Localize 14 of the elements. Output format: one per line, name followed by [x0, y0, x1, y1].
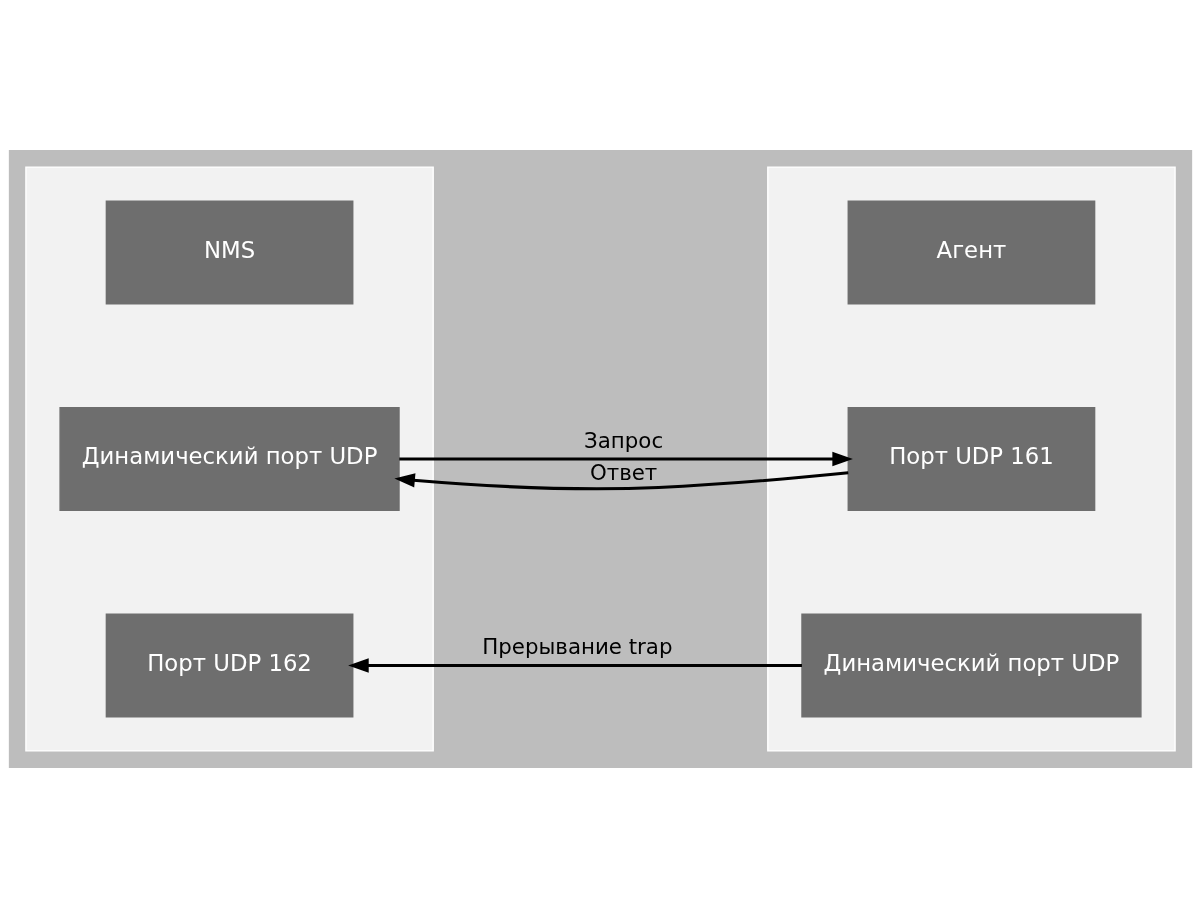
- node-box: NMS: [105, 200, 354, 305]
- edge-label: Ответ: [589, 460, 658, 486]
- node-box: Порт UDP 162: [105, 613, 354, 718]
- arrow: [394, 471, 849, 491]
- node-box: Динамический порт UDP: [59, 407, 400, 511]
- arrow: [348, 658, 802, 673]
- node-box: Динамический порт UDP: [801, 613, 1142, 718]
- arrow: [399, 451, 853, 467]
- edge-label: Запрос: [584, 427, 664, 453]
- edge-label: Прерывание trap: [482, 634, 673, 660]
- node-box: Порт UDP 161: [847, 407, 1096, 511]
- cluster: [25, 166, 434, 752]
- cluster: [767, 166, 1176, 752]
- node-box: Агент: [847, 200, 1096, 305]
